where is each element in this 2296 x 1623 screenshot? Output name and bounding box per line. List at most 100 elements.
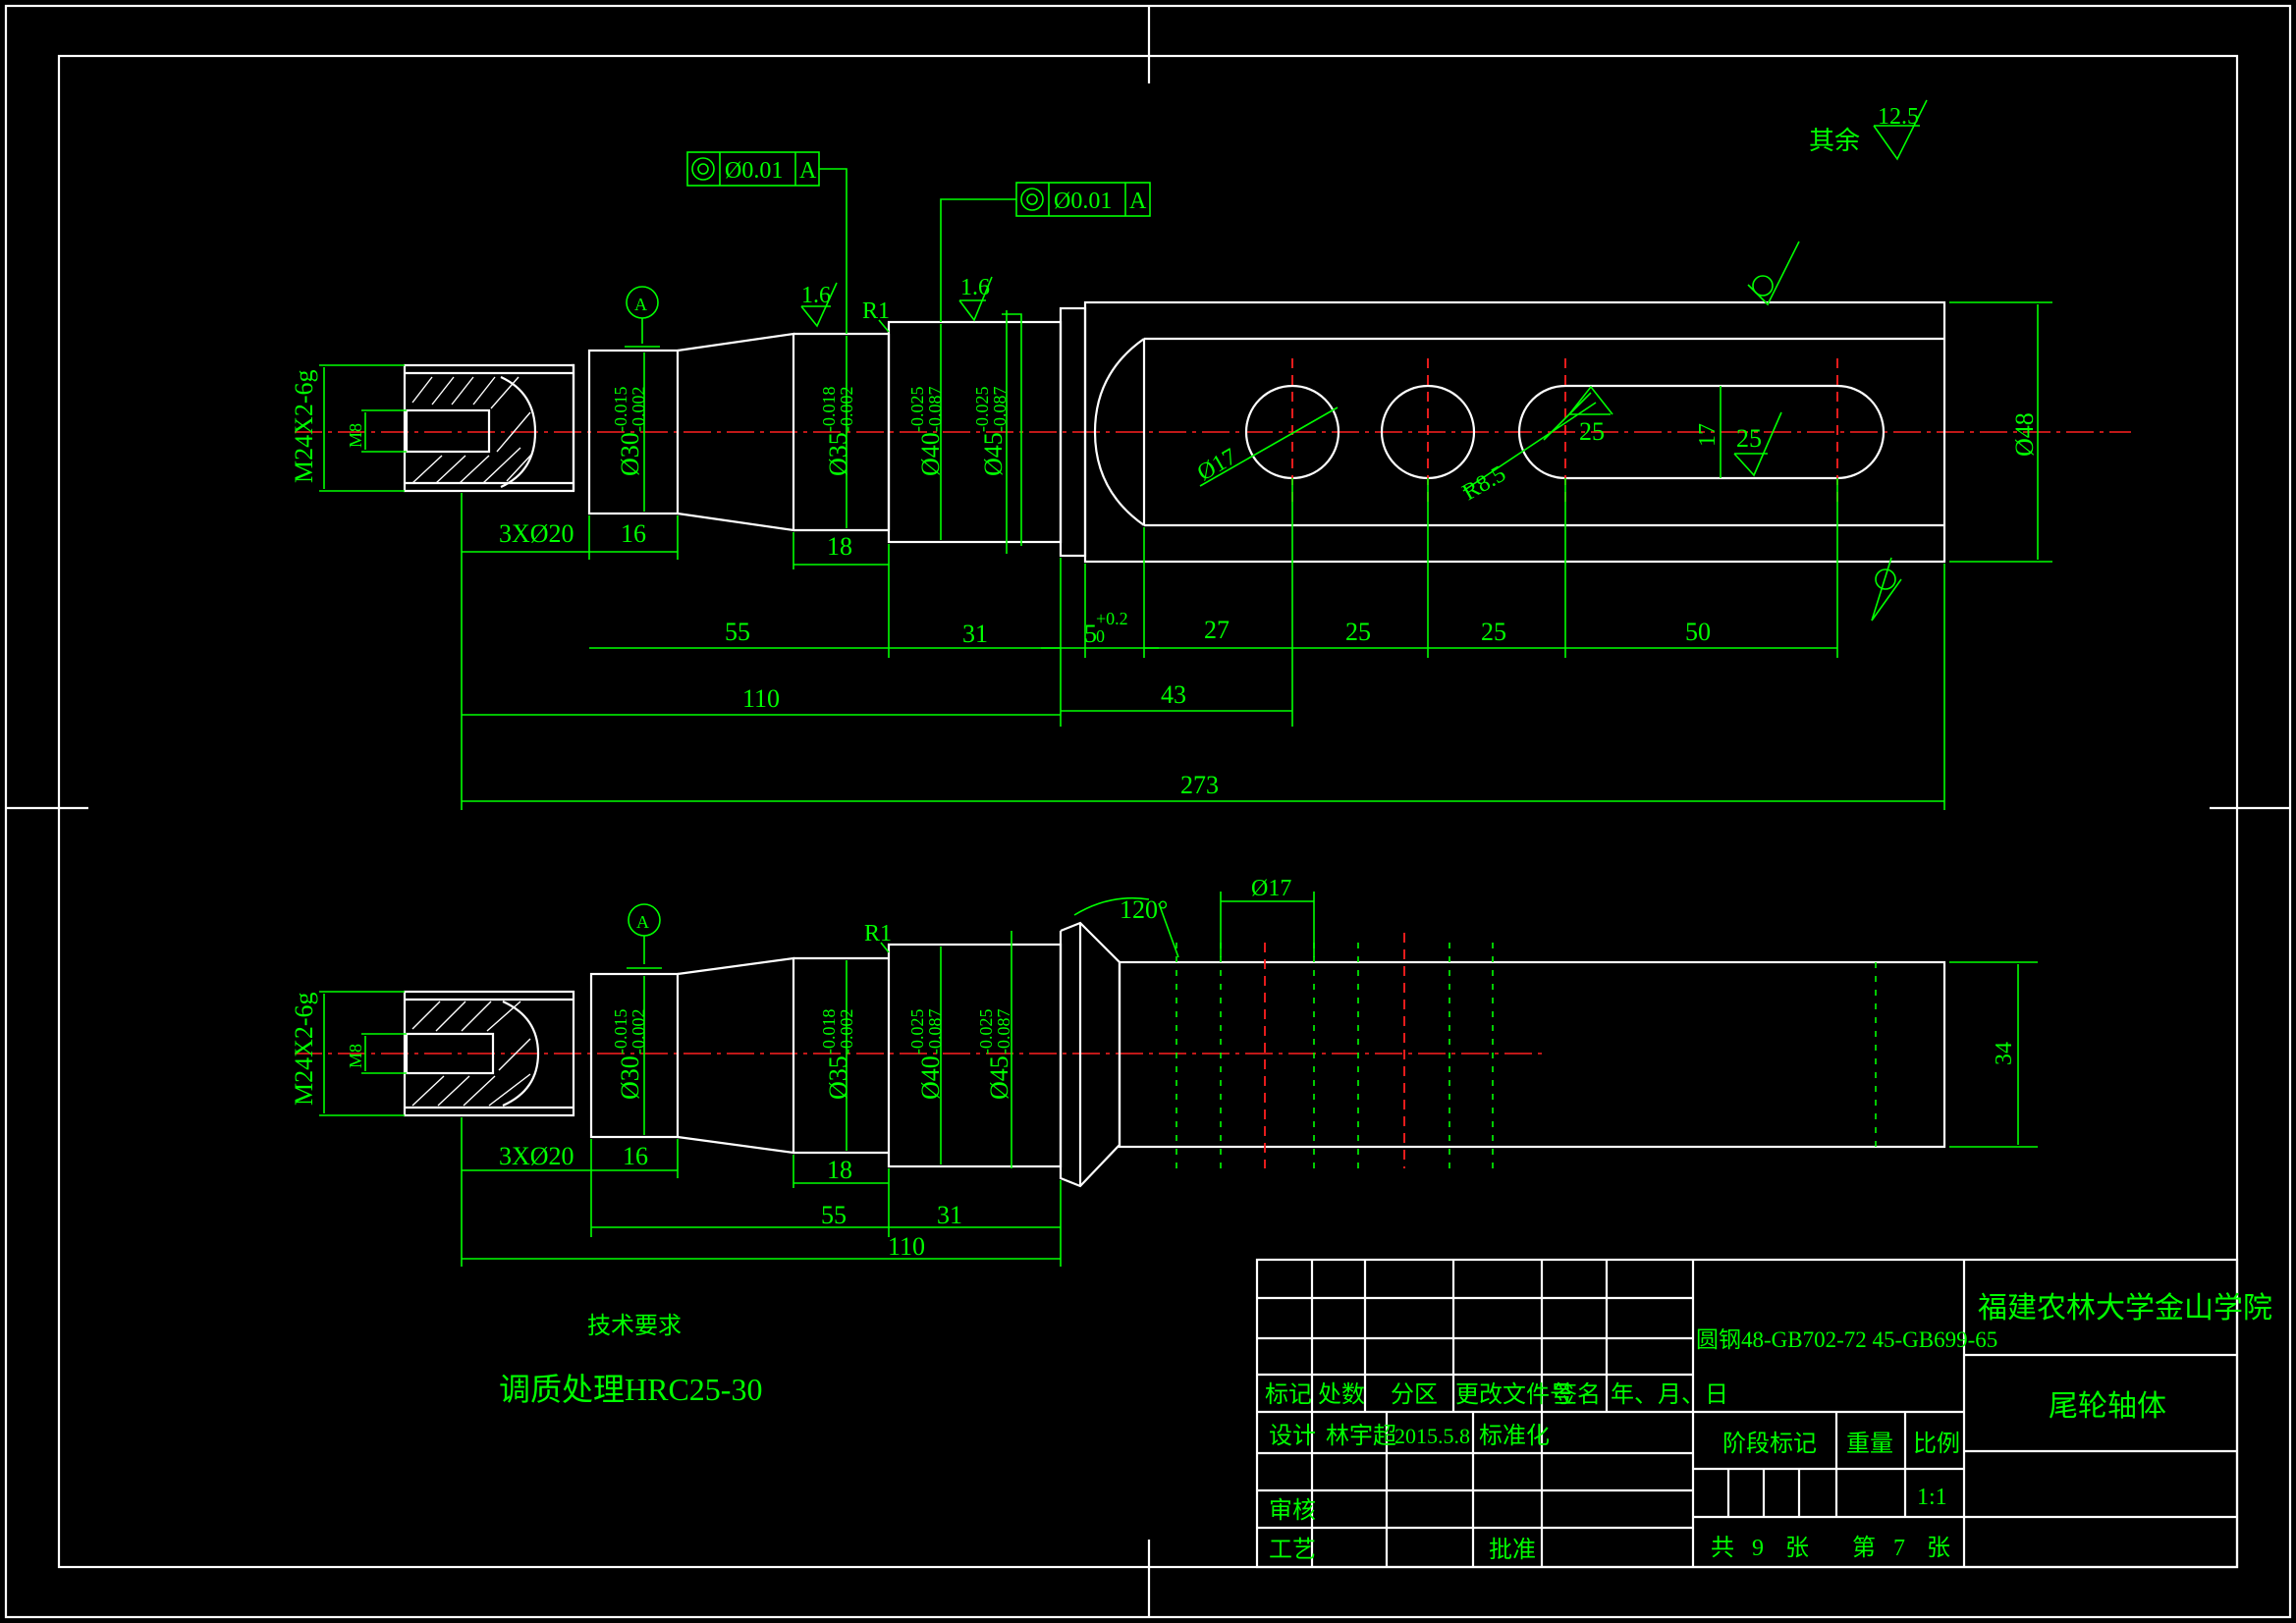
len-5-top: 5 (1084, 620, 1097, 648)
tol2-datum: A (1129, 189, 1147, 214)
angle-120-label: 120° (1120, 895, 1168, 924)
d30-tol-bottom: -0.015 (611, 1009, 630, 1055)
tolerance-frame-2: Ø0.01 A (940, 182, 1151, 322)
roughness-16-top-b: 1.6 (960, 275, 990, 300)
len-18-top: 18 (827, 532, 852, 561)
tol2-value: Ø0.01 (1054, 189, 1112, 214)
d40-tol-top: -0.025 (907, 387, 927, 433)
len-31-top: 31 (962, 620, 988, 648)
d30-tol2-bottom: -0.002 (629, 1009, 648, 1055)
roughness-25-b: 25 (1736, 424, 1762, 453)
thread-label-top: M24X2-6g (290, 369, 318, 483)
tech-req-line1: 调质处理HRC25-30 (499, 1372, 762, 1407)
tb-date: 2015.5.8 (1394, 1424, 1470, 1448)
tb-weight: 重量 (1846, 1431, 1893, 1457)
d40-label-top: Ø40 (916, 432, 945, 476)
tb-scale-value: 1:1 (1917, 1485, 1947, 1510)
slot-width-label: 17 (1695, 423, 1721, 447)
d45-label-top: Ø45 (979, 432, 1008, 476)
holes-label-bottom: 3XØ20 (499, 1142, 574, 1170)
tb-header-mark: 标记 (1265, 1381, 1312, 1408)
d30-tol-top: -0.015 (611, 387, 630, 433)
len-25a-top: 25 (1345, 618, 1371, 646)
tb-header-date: 年、月、日 (1611, 1381, 1728, 1408)
holes-label-top: 3XØ20 (499, 519, 574, 548)
d30-label-top: Ø30 (616, 432, 644, 476)
d45-label-bottom: Ø45 (985, 1055, 1013, 1100)
len-50-top: 50 (1685, 618, 1711, 646)
tol1-datum: A (799, 158, 817, 184)
tech-req-heading: 技术要求 (587, 1313, 682, 1339)
len-55-top: 55 (725, 618, 750, 646)
sheet-border (4, 4, 2292, 1619)
d45-tol-top: -0.025 (972, 387, 992, 433)
datum-a-label-bottom: A (636, 912, 649, 932)
thread-hatching (411, 376, 533, 484)
m8-label-top: M8 (346, 423, 365, 448)
tb-standardize: 标准化 (1479, 1423, 1550, 1449)
hole-d17-bottom: Ø17 (1251, 876, 1291, 901)
tb-index-n: 7 (1893, 1536, 1905, 1561)
surface-finish-value: 12.5 (1878, 104, 1919, 130)
d45-tol-bottom: -0.025 (976, 1009, 996, 1055)
len-16-bottom: 16 (623, 1142, 648, 1170)
tb-stage-mark: 阶段标记 (1722, 1431, 1817, 1457)
d40-tol-bottom: -0.025 (907, 1009, 927, 1055)
surface-finish-label: 其余 (1809, 127, 1860, 155)
tb-total-n: 9 (1752, 1536, 1764, 1561)
fillet-r1-bottom: R1 (864, 921, 892, 947)
d40-tol2-bottom: -0.087 (925, 1009, 945, 1055)
d35-tol-bottom: -0.018 (819, 1009, 839, 1055)
tb-header-sign: 签名 (1554, 1381, 1601, 1408)
len-31-bottom: 31 (937, 1201, 962, 1229)
len-55-bottom: 55 (821, 1201, 847, 1229)
d30-tol2-top: -0.002 (629, 387, 648, 433)
tb-total-unit: 张 (1785, 1535, 1809, 1561)
tb-header-doc: 更改文件号 (1455, 1381, 1573, 1408)
d35-label-bottom: Ø35 (824, 1055, 852, 1100)
len-43-top: 43 (1161, 680, 1186, 709)
len-16-top: 16 (621, 519, 646, 548)
tb-material: 圆钢48-GB702-72 45-GB699-65 (1696, 1327, 1997, 1352)
roughness-16-top-a: 1.6 (801, 283, 831, 308)
tb-header-zone: 分区 (1391, 1381, 1438, 1408)
roughness-25-a: 25 (1579, 417, 1605, 446)
tb-index: 第 (1852, 1535, 1876, 1561)
len-27-top: 27 (1204, 616, 1230, 644)
len-5-tol2-top: 0 (1096, 626, 1105, 646)
tb-design-label: 设计 (1269, 1423, 1316, 1449)
tb-scale: 比例 (1913, 1431, 1960, 1457)
tb-part-name: 尾轮轴体 (2049, 1390, 2166, 1423)
tolerance-frame-1: Ø0.01 A (686, 151, 847, 334)
len-110-top: 110 (742, 684, 780, 713)
tb-designer: 林宇超 (1326, 1423, 1396, 1449)
surface-finish-remaining: 其余 12.5 (1809, 99, 1928, 161)
d48-label-top: Ø48 (2010, 412, 2039, 457)
m8-label-bottom: M8 (346, 1044, 365, 1068)
tb-process: 工艺 (1269, 1537, 1316, 1563)
len-273-top: 273 (1180, 771, 1219, 799)
thread-label-bottom: M24X2-6g (290, 992, 318, 1106)
tol1-value: Ø0.01 (725, 158, 783, 184)
len-25b-top: 25 (1481, 618, 1506, 646)
d35-label-top: Ø35 (824, 432, 852, 476)
tb-school: 福建农林大学金山学院 (1978, 1292, 2272, 1325)
top-view: A Ø0.01 A Ø0.01 A 1.6 (290, 151, 2131, 810)
width-34-label: 34 (1992, 1042, 2017, 1065)
tb-total: 共 (1711, 1535, 1734, 1561)
tech-requirements: 技术要求 调质处理HRC25-30 (499, 1313, 762, 1407)
len-18-bottom: 18 (827, 1156, 852, 1184)
tb-approve: 批准 (1489, 1537, 1536, 1563)
tb-review: 审核 (1269, 1497, 1316, 1524)
tb-index-unit: 张 (1927, 1535, 1950, 1561)
d35-tol2-top: -0.002 (837, 387, 856, 433)
d45-tol2-top: -0.087 (990, 387, 1010, 433)
hole-d17-label: Ø17 (1193, 444, 1241, 486)
len-110-bottom: 110 (888, 1232, 925, 1261)
d45-tol2-bottom: -0.087 (994, 1009, 1013, 1055)
d35-tol2-bottom: -0.002 (837, 1009, 856, 1055)
thread-hatching-bottom (411, 1001, 531, 1107)
d40-tol2-top: -0.087 (925, 387, 945, 433)
d40-label-bottom: Ø40 (916, 1055, 945, 1100)
